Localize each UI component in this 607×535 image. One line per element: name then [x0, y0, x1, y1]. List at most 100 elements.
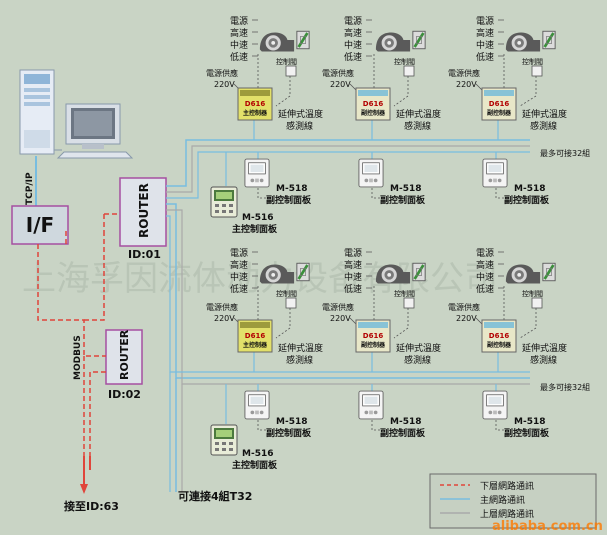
label-power: 電源 [230, 248, 248, 259]
sub-panel-icon [482, 390, 508, 420]
label-high: 高速 [476, 259, 494, 271]
sub-panel-name: 副控制面板 [504, 194, 550, 206]
controller-name: 副控制器 [361, 109, 386, 117]
valve-icon [412, 261, 426, 283]
interface-box: I/F [11, 205, 69, 245]
label-low: 低速 [476, 283, 494, 295]
sub-panel-model: M-518 [514, 417, 545, 427]
label-high: 高速 [344, 259, 362, 271]
sub-panel-icon [244, 390, 270, 420]
sub-panel-model: M-518 [276, 184, 307, 194]
legend-label-main: 主網路通訊 [480, 494, 525, 506]
sub-panel-model: M-518 [390, 184, 421, 194]
sensor-box [403, 65, 415, 77]
controller-model: D616 [363, 100, 384, 108]
sensor-box [285, 297, 297, 309]
unit-upper-3: 電源 高速 中速 低速 控制閥 電源供應 220V D616 副控制器 延伸式溫… [448, 16, 567, 206]
controller-name: 副控制器 [487, 109, 512, 117]
label-mid: 中速 [230, 39, 248, 51]
connect-id63-label: 接至ID:63 [64, 499, 119, 513]
label-sensor-2: 感測線 [404, 120, 431, 132]
label-low: 低速 [344, 51, 362, 63]
label-high: 高速 [476, 27, 494, 39]
unit-lower-2: 電源 高速 中速 低速 控制閥 電源供應 220V D616 副控制器 延伸式溫… [322, 248, 441, 439]
label-sensor-2: 感測線 [286, 120, 313, 132]
label-supply-1: 電源供應 [322, 68, 354, 78]
label-mid: 中速 [344, 271, 362, 283]
label-supply-2: 220V [330, 80, 351, 89]
sub-panel-icon [358, 390, 384, 420]
label-sensor-2: 感測線 [404, 354, 431, 366]
sub-panel-model: M-518 [514, 184, 545, 194]
sensor-box [531, 65, 543, 77]
sensor-box [531, 297, 543, 309]
sub-panel-icon [244, 158, 270, 188]
sub-panel-name: 副控制面板 [266, 427, 312, 439]
label-valve: 控制閥 [276, 57, 297, 66]
label-supply-2: 220V [456, 80, 477, 89]
controller-name: 主控制器 [243, 109, 268, 117]
label-power: 電源 [476, 16, 494, 27]
label-power: 電源 [344, 248, 362, 259]
controller-model: D616 [363, 332, 384, 340]
label-sensor-1: 延伸式溫度 [522, 108, 567, 120]
sub-panel-name: 副控制面板 [266, 194, 312, 206]
label-mid: 中速 [476, 39, 494, 51]
unit-lower-3: 電源 高速 中速 低速 控制閥 電源供應 220V D616 副控制器 延伸式溫… [448, 248, 567, 439]
label-sensor-1: 延伸式溫度 [278, 342, 323, 354]
label-valve: 控制閥 [394, 57, 415, 66]
label-low: 低速 [344, 283, 362, 295]
unit-lower-1: 電源 高速 中速 低速 控制閥 電源供應 220V D616 主控制器 延伸式溫… [206, 248, 323, 439]
watermark-text: 上海孚因流体动力设备有限公司 [22, 259, 498, 299]
label-low: 低速 [230, 51, 248, 63]
label-valve: 控制閥 [522, 289, 543, 298]
label-sensor-1: 延伸式溫度 [396, 342, 441, 354]
sensor-box [403, 297, 415, 309]
sensor-box [285, 65, 297, 77]
label-valve: 控制閥 [522, 57, 543, 66]
legend: 下層網路通訊 主網路通訊 上層網路通訊 [429, 473, 597, 529]
max-32-label-top: 最多可接32組 [540, 148, 590, 158]
controller-name: 副控制器 [487, 341, 512, 349]
modbus-label: MODBUS [73, 335, 83, 380]
controller-model: D616 [245, 100, 266, 108]
sub-panel-model: M-518 [390, 417, 421, 427]
label-power: 電源 [476, 248, 494, 259]
label-high: 高速 [230, 259, 248, 271]
alibaba-watermark: alibaba.com.cn [492, 519, 603, 534]
lower-bus-arrow [80, 484, 88, 494]
router-main-id: ID:01 [128, 248, 161, 261]
legend-label-lower: 下層網路通訊 [480, 480, 534, 492]
label-power: 電源 [344, 16, 362, 27]
master-panel-top: M-516 主控制面板 [210, 186, 278, 235]
max-32-label-bottom: 最多可接32組 [540, 382, 590, 392]
label-mid: 中速 [344, 39, 362, 51]
lower-bus-lines [37, 213, 120, 456]
valve-icon [412, 29, 426, 51]
master-panel-bottom: M-516 主控制面板 [210, 424, 278, 471]
controller-model: D616 [245, 332, 266, 340]
label-high: 高速 [344, 27, 362, 39]
label-supply-1: 電源供應 [448, 302, 480, 312]
label-supply-2: 220V [214, 314, 235, 323]
interface-label: I/F [26, 213, 54, 237]
master-panel-top-name: 主控制面板 [232, 223, 278, 235]
sub-panel-icon [482, 158, 508, 188]
label-sensor-1: 延伸式溫度 [278, 108, 323, 120]
unit-upper-2: 電源 高速 中速 低速 控制閥 電源供應 220V D616 副控制器 延伸式溫… [322, 16, 441, 206]
label-power: 電源 [230, 16, 248, 27]
router-sub-id: ID:02 [108, 388, 141, 401]
tcpip-label: TCP/IP [25, 172, 35, 205]
label-sensor-2: 感測線 [286, 354, 313, 366]
label-valve: 控制閥 [394, 289, 415, 298]
label-supply-1: 電源供應 [322, 302, 354, 312]
computer-icon [19, 69, 134, 159]
label-supply-2: 220V [330, 314, 351, 323]
controller-name: 副控制器 [361, 341, 386, 349]
controller-name: 主控制器 [243, 341, 268, 349]
main-bus-lines [166, 118, 530, 492]
connect-4-t32-label: 可連接4組T32 [178, 489, 252, 503]
master-panel-bottom-name: 主控制面板 [232, 459, 278, 471]
router-sub: ROUTER ID:02 [105, 329, 143, 401]
legend-label-upper: 上層網路通訊 [480, 508, 534, 520]
